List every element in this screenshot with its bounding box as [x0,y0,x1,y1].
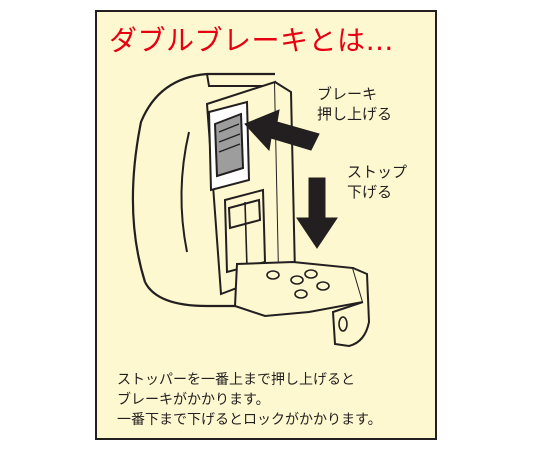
brake-push-arrow [244,109,320,152]
stop-callout-line2: 下げる [347,183,393,201]
tape-measure-illustration [131,72,371,348]
brake-callout-line2: 押し上げる [317,105,393,123]
description-text: ストッパーを一番上まで押し上げると ブレーキがかかります。 一番下まで下げるとロ… [117,370,382,430]
stop-switch [227,198,262,230]
blade-hole-2 [290,275,304,285]
stop-down-arrow [296,177,338,249]
brake-callout: ブレーキ 押し上げる [317,84,392,124]
description-line2: ブレーキがかかります。 [117,392,270,408]
blade-hole-5 [294,289,308,299]
tape-body-inner-curve [180,131,190,253]
panel-title: ダブルブレーキとは… [109,24,395,57]
tape-body-bottom [144,281,235,308]
tape-body-top [206,73,275,87]
blade-hole-1 [266,270,280,280]
blade-hole-3 [304,269,318,279]
brake-callout-line1: ブレーキ [317,85,378,103]
stop-divider [244,201,248,269]
stop-callout: ストップ 下げる [347,162,407,202]
description-line3: 一番下まで下げるとロックがかかります。 [117,412,382,428]
brake-tab-ridges [218,123,241,153]
explanation-panel: ダブルブレーキとは… ブレーキ 押し上げる [95,10,437,440]
brake-tab [213,112,245,178]
stop-callout-line1: ストップ [347,163,408,181]
blade-hole-4 [316,281,330,291]
hook-slot [338,316,348,332]
description-line1: ストッパーを一番上まで押し上げると [117,372,355,388]
tape-body-outline [131,72,275,283]
